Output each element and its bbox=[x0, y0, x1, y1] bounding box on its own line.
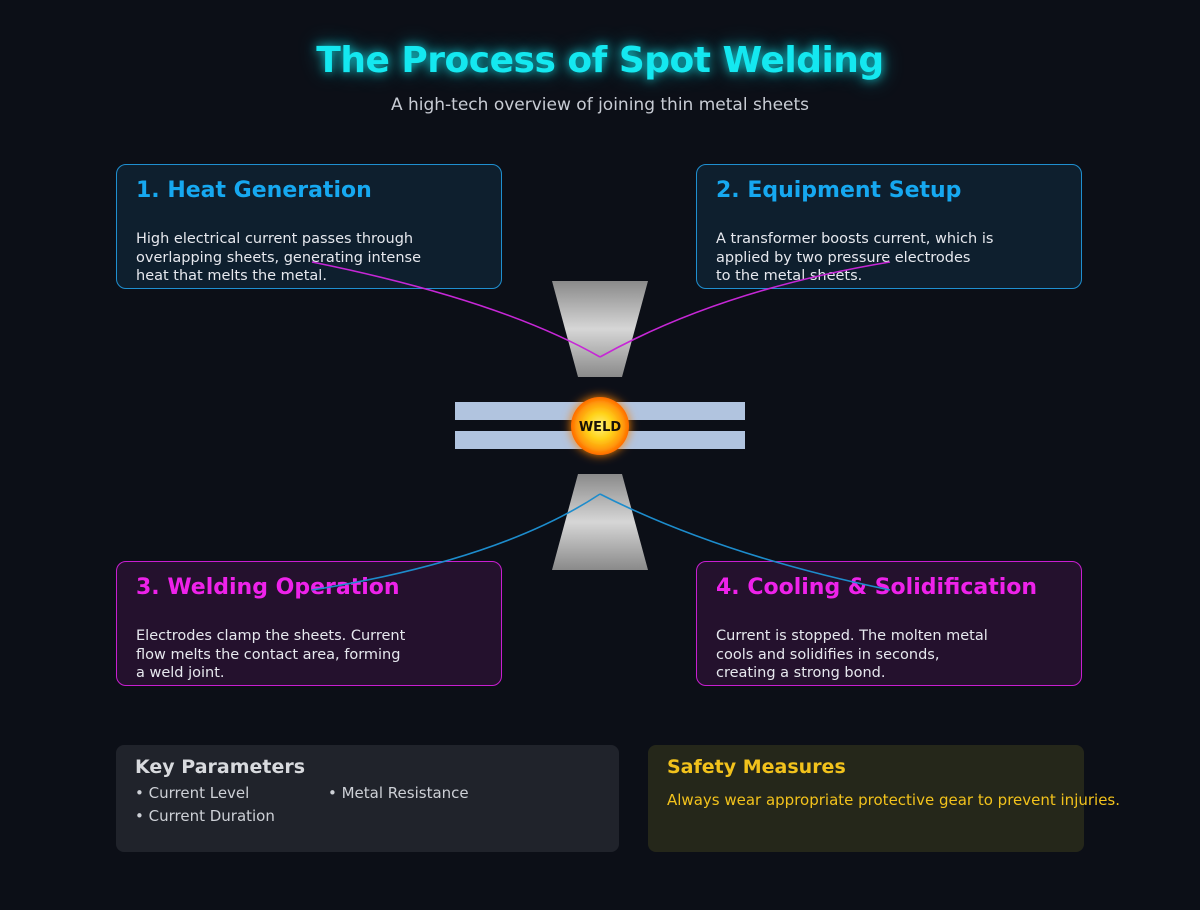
weld-label: WELD bbox=[579, 420, 622, 435]
step-title: 3. Welding Operation bbox=[136, 575, 400, 600]
step-title: 1. Heat Generation bbox=[136, 178, 372, 203]
safety-measures-title: Safety Measures bbox=[667, 756, 846, 778]
parameter-item: • Current Duration bbox=[135, 807, 275, 825]
key-parameters-panel: Key Parameters • Current Level • Metal R… bbox=[116, 745, 619, 852]
step-title: 2. Equipment Setup bbox=[716, 178, 962, 203]
connector-lower-left bbox=[311, 493, 601, 591]
safety-text: Always wear appropriate protective gear … bbox=[667, 791, 1121, 809]
connector-lower-right bbox=[599, 493, 891, 591]
step-card-equipment-setup: 2. Equipment Setup A transformer boosts … bbox=[696, 164, 1082, 289]
parameter-item: • Metal Resistance bbox=[328, 784, 469, 802]
step-card-cooling-solidification: 4. Cooling & Solidification Current is s… bbox=[696, 561, 1082, 686]
connector-upper-left bbox=[311, 261, 601, 358]
key-parameters-title: Key Parameters bbox=[135, 756, 306, 778]
safety-measures-panel: Safety Measures Always wear appropriate … bbox=[648, 745, 1121, 852]
lower-electrode bbox=[552, 474, 648, 570]
step-card-welding-operation: 3. Welding Operation Electrodes clamp th… bbox=[116, 561, 502, 686]
page-title: The Process of Spot Welding bbox=[316, 40, 884, 81]
page-subtitle: A high-tech overview of joining thin met… bbox=[390, 95, 810, 115]
parameter-item: • Current Level bbox=[135, 784, 250, 802]
upper-electrode bbox=[552, 281, 648, 377]
parameter-list: • Current Level • Metal Resistance • Cur… bbox=[135, 783, 600, 833]
connector-upper-right bbox=[599, 261, 891, 358]
step-card-heat-generation: 1. Heat Generation High electrical curre… bbox=[116, 164, 502, 289]
weld-spot bbox=[571, 397, 629, 455]
